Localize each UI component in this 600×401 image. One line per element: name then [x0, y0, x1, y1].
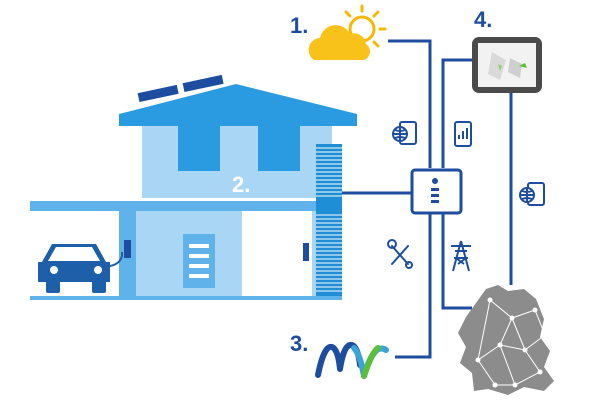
web-tablet-icon-2	[519, 182, 545, 206]
energy-manager-icon	[410, 168, 463, 215]
web-tablet-icon	[392, 121, 417, 145]
label-4: 4.	[474, 7, 492, 32]
line-controller-to-grid	[441, 214, 472, 310]
house-icon: 2.	[30, 74, 357, 300]
power-pylon-icon	[451, 240, 471, 272]
smartphone-chart-icon	[454, 121, 472, 147]
germany-network-map-icon	[458, 285, 554, 395]
label-1: 1.	[290, 13, 308, 38]
battery-storage-icon	[316, 144, 342, 296]
line-controller-to-utility	[395, 214, 432, 359]
tablet-icon	[472, 37, 542, 93]
sun-cloud-icon	[308, 4, 387, 60]
label-2: 2.	[232, 172, 250, 197]
label-3: 3.	[290, 331, 308, 356]
line-tablet-to-controller	[441, 58, 472, 168]
line-weather-to-controller	[388, 39, 432, 168]
service-tools-icon	[387, 239, 413, 269]
solar-panel-icon	[137, 74, 224, 103]
electric-car-icon	[38, 244, 123, 293]
utility-logo-icon	[315, 341, 389, 379]
